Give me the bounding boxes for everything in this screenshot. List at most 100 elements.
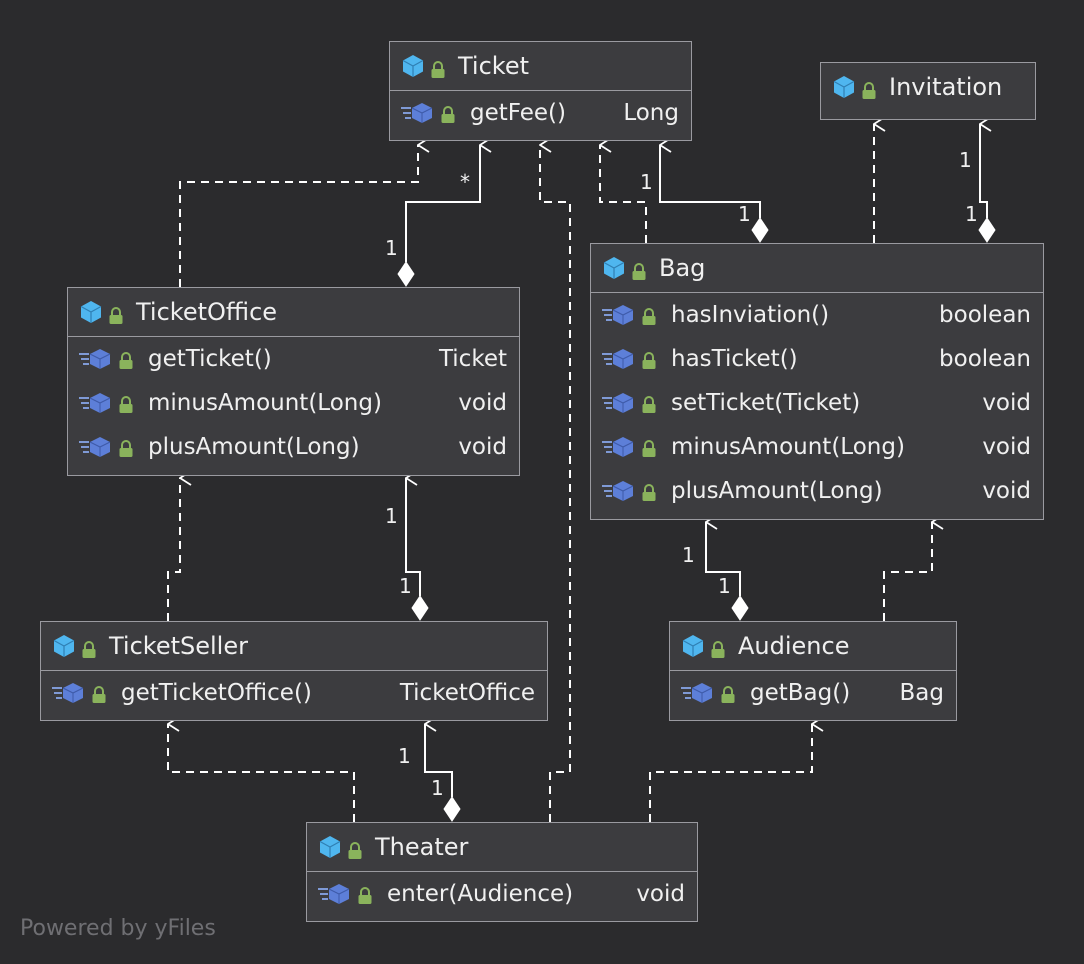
multiplicity-label: 1: [398, 744, 411, 768]
lock-icon: [118, 438, 134, 457]
lock-icon: [357, 885, 373, 904]
class-header[interactable]: Ticket: [390, 42, 691, 91]
dependency-theater-ticket: [539, 145, 571, 822]
composition-audience-bag: [705, 522, 741, 596]
method-return-type: void: [458, 434, 507, 460]
composition-bag-invitation: [979, 124, 987, 218]
composition-office-ticket: [405, 145, 480, 262]
dependency-seller-office: [167, 478, 180, 621]
method-name: enter(Audience): [387, 881, 574, 907]
lock-icon: [347, 838, 363, 859]
class-box-audience[interactable]: Audience getBag() Bag: [669, 621, 957, 721]
method-row[interactable]: hasTicket()boolean: [591, 337, 1043, 381]
lock-icon: [641, 482, 657, 501]
multiplicity-label: *: [460, 170, 470, 194]
diamond-theater: [443, 796, 461, 822]
lock-icon: [710, 637, 726, 658]
class-icon: [833, 75, 855, 99]
class-name: TicketOffice: [136, 298, 278, 326]
method-row[interactable]: getBag() Bag: [670, 671, 956, 715]
method-row[interactable]: setTicket(Ticket) void: [591, 381, 1043, 425]
lock-icon: [861, 78, 877, 99]
multiplicity-label: 1: [431, 776, 444, 800]
class-header[interactable]: Audience: [670, 622, 956, 671]
method-return-type: boolean: [939, 346, 1031, 372]
diamond-bag-ticket: [751, 217, 769, 243]
method-icon: [51, 682, 85, 704]
class-name: Invitation: [889, 73, 1003, 101]
class-name: Ticket: [458, 52, 530, 80]
method-icon: [400, 102, 434, 124]
class-box-theater[interactable]: Theater enter(Audience)void: [306, 822, 698, 922]
class-header[interactable]: TicketSeller: [41, 622, 547, 671]
method-row[interactable]: hasInviation() boolean: [591, 293, 1043, 337]
multiplicity-label: 1: [718, 574, 731, 598]
dependency-theater-audience: [649, 724, 812, 822]
method-icon: [78, 392, 112, 414]
dependency-bag-ticket: [599, 145, 647, 243]
method-row[interactable]: enter(Audience)void: [307, 872, 697, 916]
method-name: hasInviation(): [671, 302, 830, 328]
composition-seller-office: [405, 478, 421, 596]
class-icon: [53, 634, 75, 658]
class-name: Audience: [738, 632, 850, 660]
method-row[interactable]: getTicketOffice()TicketOffice: [41, 671, 547, 715]
lock-icon: [641, 350, 657, 369]
multiplicity-label: 1: [399, 574, 412, 598]
lock-icon: [641, 306, 657, 325]
method-icon: [601, 304, 635, 326]
diamond-audience: [731, 595, 749, 621]
class-icon: [603, 256, 625, 280]
method-icon: [601, 436, 635, 458]
class-header[interactable]: TicketOffice: [68, 288, 519, 337]
method-row[interactable]: minusAmount(Long)void: [68, 381, 519, 425]
method-return-type: Bag: [899, 680, 944, 706]
class-box-ticket[interactable]: Ticket getFee()Long: [389, 41, 692, 141]
class-icon: [319, 835, 341, 859]
composition-theater-seller: [424, 724, 453, 797]
class-header[interactable]: Bag: [591, 244, 1043, 293]
lock-icon: [118, 350, 134, 369]
class-name: Theater: [375, 833, 469, 861]
method-row[interactable]: getTicket()Ticket: [68, 337, 519, 381]
method-row[interactable]: plusAmount(Long) void: [591, 469, 1043, 513]
method-name: plusAmount(Long): [671, 478, 883, 504]
method-icon: [317, 883, 351, 905]
multiplicity-label: 1: [959, 148, 972, 172]
multiplicity-label: 1: [385, 236, 398, 260]
method-icon: [601, 480, 635, 502]
method-name: setTicket(Ticket): [671, 390, 861, 416]
lock-icon: [118, 394, 134, 413]
method-row[interactable]: plusAmount(Long) void: [68, 425, 519, 469]
method-return-type: void: [982, 390, 1031, 416]
footer-credit: Powered by yFiles: [20, 916, 216, 941]
method-name: getBag(): [750, 680, 851, 706]
lock-icon: [108, 303, 124, 324]
class-icon: [80, 300, 102, 324]
method-return-type: void: [982, 478, 1031, 504]
lock-icon: [720, 684, 736, 703]
class-header[interactable]: Invitation: [821, 63, 1035, 111]
method-name: getTicket(): [148, 346, 272, 372]
lock-icon: [91, 684, 107, 703]
method-name: plusAmount(Long): [148, 434, 360, 460]
method-row[interactable]: getFee()Long: [390, 91, 691, 135]
diamond-seller: [411, 595, 429, 621]
method-return-type: Long: [623, 100, 679, 126]
dependency-audience-bag: [883, 522, 932, 621]
multiplicity-label: 1: [965, 202, 978, 226]
multiplicity-label: 1: [682, 543, 695, 567]
method-row[interactable]: minusAmount(Long)void: [591, 425, 1043, 469]
class-icon: [402, 54, 424, 78]
lock-icon: [631, 259, 647, 280]
method-icon: [78, 348, 112, 370]
class-header[interactable]: Theater: [307, 823, 697, 872]
method-return-type: TicketOffice: [399, 680, 535, 706]
class-box-invitation[interactable]: Invitation: [820, 62, 1036, 120]
lock-icon: [81, 637, 97, 658]
method-return-type: boolean: [939, 302, 1031, 328]
